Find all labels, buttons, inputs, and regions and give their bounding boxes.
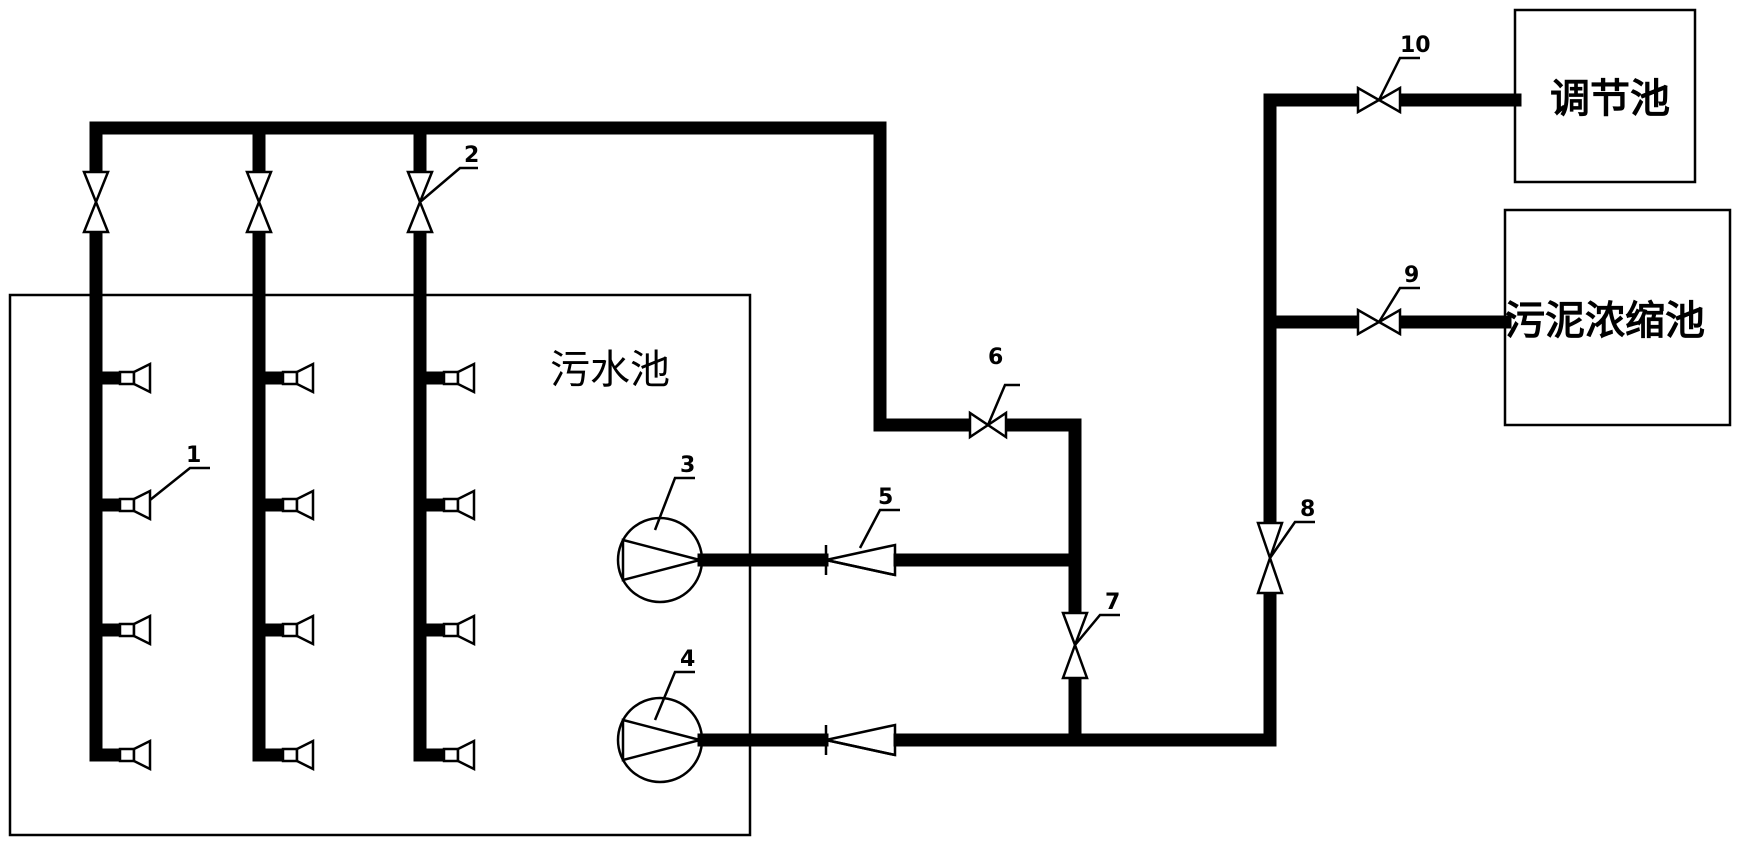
- aerator-icon: [118, 361, 152, 395]
- sewage-tank-label: 污水池: [550, 347, 670, 393]
- callout-5: 5: [878, 485, 893, 510]
- callout-6: 6: [988, 345, 1003, 370]
- aerator-icon: [442, 738, 476, 772]
- callout-7: 7: [1105, 590, 1120, 615]
- aerator-icon: [442, 488, 476, 522]
- top-header-pipe: [89, 121, 977, 432]
- sludge-thickener-label: 污泥浓缩池: [1505, 298, 1705, 344]
- aerator-icon: [281, 738, 315, 772]
- right-riser: [1263, 93, 1365, 530]
- sludge-thickener-box: [1503, 208, 1732, 427]
- aerator-icon: [442, 613, 476, 647]
- aerator-pipe-3: [413, 225, 451, 762]
- callout-leaders: [149, 56, 1420, 721]
- valve-icon: [82, 170, 110, 234]
- aerator-branches: [89, 371, 451, 637]
- aerator-icon: [281, 361, 315, 395]
- pump-4-line: [893, 586, 1277, 747]
- aerator-icon: [118, 738, 152, 772]
- valve-7-icon: [1061, 611, 1089, 680]
- callout-2: 2: [464, 143, 479, 168]
- valve-icon: [245, 170, 273, 234]
- pump-3-icon: [616, 516, 705, 604]
- aerator-pipe-2: [252, 225, 290, 762]
- check-valve-5-icon: [824, 543, 897, 577]
- callout-9: 9: [1404, 263, 1419, 288]
- regulating-tank-box: [1513, 8, 1697, 184]
- aerator-pipe-1: [89, 225, 127, 762]
- aerator-heads: [118, 361, 476, 772]
- aerator-icon: [118, 488, 152, 522]
- aerator-icon: [442, 361, 476, 395]
- callout-1: 1: [186, 443, 201, 468]
- callout-10: 10: [1400, 33, 1431, 58]
- aerator-icon: [281, 488, 315, 522]
- pump-4-icon: [616, 696, 705, 784]
- aerator-icon: [281, 613, 315, 647]
- check-valve-icon: [824, 723, 897, 757]
- callout-8: 8: [1300, 497, 1315, 522]
- pump-3-line: [893, 418, 1082, 567]
- regulating-tank-label: 调节池: [1550, 76, 1670, 122]
- aerator-icon: [118, 613, 152, 647]
- callout-3: 3: [680, 453, 695, 478]
- callout-4: 4: [680, 647, 695, 672]
